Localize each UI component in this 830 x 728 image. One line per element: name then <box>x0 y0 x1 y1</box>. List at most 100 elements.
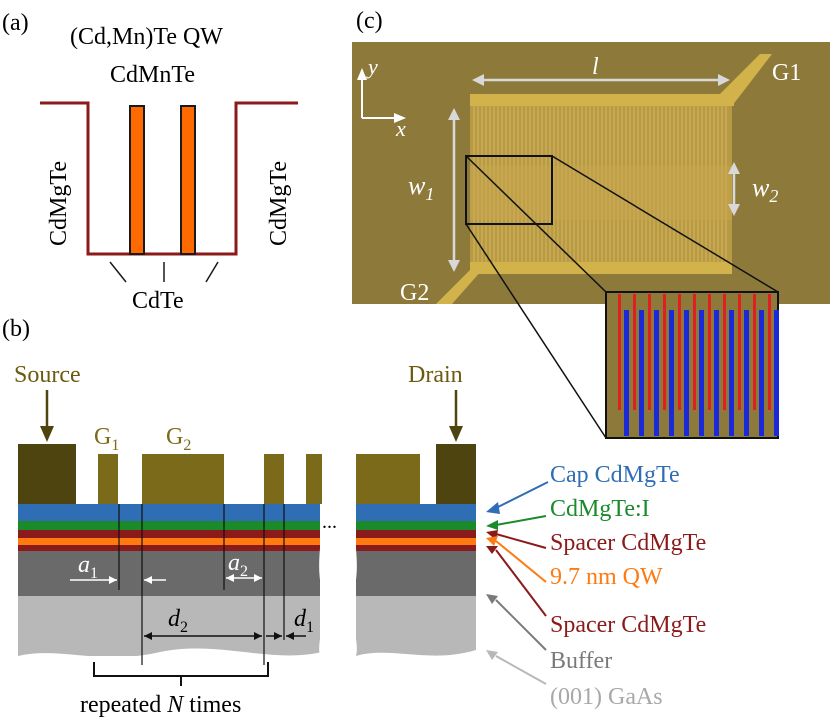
g2-pad-label: G2 <box>400 280 429 306</box>
x-axis-arrowhead <box>394 113 406 123</box>
gate-g1-b <box>264 454 284 504</box>
inset-red-finger <box>708 294 711 410</box>
pointer-spacer-bottom <box>495 549 547 617</box>
panel-c-label: (c) <box>356 8 383 34</box>
substrate-layer-right <box>356 596 476 656</box>
bottom-bus-bar <box>470 262 732 274</box>
pointer-spacer-top <box>495 533 547 549</box>
barrier-label: CdMnTe <box>110 62 195 88</box>
potential-profile-line <box>40 101 298 256</box>
bottom-wave-left <box>18 648 322 662</box>
panel-b: (b) Source Drain G1 G2 <box>2 316 706 718</box>
substrate-layer-left <box>18 596 320 656</box>
panel-a-label: (a) <box>2 10 29 36</box>
barrier-right <box>180 105 196 255</box>
w1-label: w1 <box>408 171 434 204</box>
panel-a-title: (Cd,Mn)Te QW <box>70 24 223 50</box>
panel-b-label: (b) <box>2 316 30 342</box>
w2-label: w2 <box>752 173 778 206</box>
inset-blue-finger <box>624 310 629 436</box>
d1-arrowhead-right <box>286 632 294 640</box>
w2-arrowhead-bottom <box>728 204 740 216</box>
inset-blue-finger <box>714 310 719 436</box>
inset-red-finger <box>768 294 771 410</box>
gate-g2-b <box>306 454 322 504</box>
doped-layer-left <box>18 521 320 530</box>
gate-g1-a <box>98 454 118 504</box>
w1-arrowhead-top <box>448 108 460 120</box>
layer-label-doped: CdMgTe:I <box>550 496 650 522</box>
zoom-line-right <box>551 155 779 293</box>
l-arrowhead-left <box>472 74 484 86</box>
a1-arrowhead-right <box>144 576 152 584</box>
pointer-qw-head <box>486 536 498 546</box>
spacer-bottom-right <box>356 545 476 551</box>
inset-blue-finger <box>759 310 764 436</box>
pointer-gaas-head <box>486 650 498 660</box>
buffer-layer-right <box>356 551 476 596</box>
repeated-label: repeated N times <box>80 692 241 718</box>
finger-overlap-band <box>470 166 732 220</box>
d1-arrowhead-left <box>274 632 282 640</box>
ellipsis: ... <box>322 511 337 533</box>
layer-label-spacer-bottom: Spacer CdMgTe <box>550 612 706 638</box>
w1-arrowhead-bottom <box>448 260 460 272</box>
gate-right <box>356 454 420 504</box>
panel-c: (c) y x l w1 w2 G <box>352 8 830 439</box>
inset-red-finger <box>678 294 681 410</box>
inset-red-finger <box>753 294 756 410</box>
a2-arrowhead-left <box>226 574 234 582</box>
g1-label: G1 <box>94 424 119 454</box>
barrier-left <box>129 105 145 255</box>
layer-label-cap: Cap CdMgTe <box>550 462 680 488</box>
cap-layer-left <box>18 504 320 521</box>
spacer-top-right <box>356 530 476 538</box>
inset-red-finger <box>723 294 726 410</box>
drain-label: Drain <box>408 362 463 388</box>
inset-red-finger <box>693 294 696 410</box>
inset-blue-finger <box>654 310 659 436</box>
source-arrow-head <box>40 426 54 442</box>
g1-lead <box>720 54 772 106</box>
pointer-qw <box>495 540 547 583</box>
a2-arrowhead-right <box>254 574 262 582</box>
drain-arrow-head <box>449 426 463 442</box>
top-bus-bar <box>470 94 734 106</box>
pointer-buffer-head <box>486 594 498 604</box>
pointer-cap-head <box>486 502 500 514</box>
inset-red-finger <box>738 294 741 410</box>
cdte-label: CdTe <box>132 288 184 314</box>
inset-red-finger <box>618 294 621 410</box>
pointer-doped-head <box>486 520 498 530</box>
inset-blue-finger <box>684 310 689 436</box>
w2-arrowhead-top <box>728 162 740 174</box>
g2-label: G2 <box>166 424 191 454</box>
left-cdmgte-label: CdMgTe <box>46 161 72 246</box>
qw-layer-left <box>18 538 320 545</box>
layer-label-buffer: Buffer <box>550 648 612 674</box>
y-axis-arrowhead <box>357 68 367 80</box>
l-label: l <box>592 54 599 80</box>
g1-pad-label: G1 <box>772 60 801 86</box>
zoom-line-bottom <box>465 223 607 439</box>
g2-lead <box>436 270 482 304</box>
a2-label: a2 <box>228 550 248 580</box>
cap-layer-right <box>356 504 476 521</box>
pointer-doped <box>495 515 547 526</box>
inset-red-finger <box>633 294 636 410</box>
pointer-cap <box>495 481 549 509</box>
zoom-inset <box>605 291 779 439</box>
inset-blue-finger <box>699 310 704 436</box>
a1-label: a1 <box>78 552 98 582</box>
layer-label-spacer-top: Spacer CdMgTe <box>550 530 706 556</box>
qw-layer-right <box>356 538 476 545</box>
inset-finger-array <box>618 294 779 436</box>
doped-layer-right <box>356 521 476 530</box>
source-contact <box>18 444 76 504</box>
break-edge-left <box>319 504 336 656</box>
finger-array <box>473 106 727 262</box>
cdte-pointer-left <box>109 261 127 283</box>
inset-blue-finger <box>744 310 749 436</box>
y-axis-label: y <box>366 54 378 79</box>
